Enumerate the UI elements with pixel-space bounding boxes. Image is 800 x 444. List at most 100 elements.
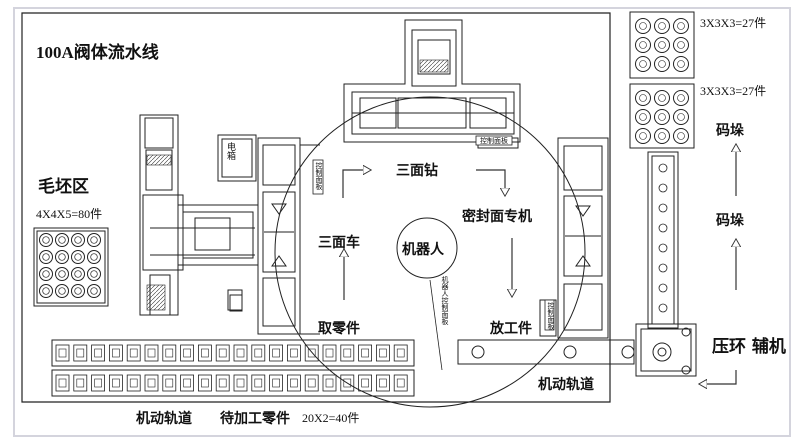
robot-panel-label: 机器人控制面板 <box>441 276 449 325</box>
blank-area-grid <box>33 227 109 307</box>
blank-area-capacity: 4X4X5=80件 <box>36 207 103 221</box>
pending-part-slot <box>180 374 195 392</box>
stacked-part <box>635 37 651 53</box>
bottom-storage-cells <box>55 344 408 392</box>
pending-part-slot <box>304 344 319 362</box>
stacked-part-bore <box>639 132 647 140</box>
power-box-label: 电箱 <box>225 142 235 160</box>
pending-part-slot <box>197 344 212 362</box>
pending-part-slot <box>55 344 70 362</box>
press-machine <box>635 323 697 377</box>
pallet-second-count: 3X3X3=27件 <box>700 84 767 98</box>
pending-part-slot <box>144 374 159 392</box>
pending-part-slot <box>126 344 141 362</box>
pending-part <box>307 348 316 358</box>
stacked-part-bore <box>658 94 666 102</box>
stacked-part <box>654 37 670 53</box>
right-rail <box>457 339 635 365</box>
blank-part-bore <box>74 253 82 261</box>
blank-part-bore <box>74 287 82 295</box>
stacked-part-bore <box>639 22 647 30</box>
pending-part <box>361 348 369 358</box>
conveyor-roller <box>658 243 668 253</box>
pending-part-slot <box>73 374 88 392</box>
pending-part <box>325 348 334 358</box>
blank-part-bore <box>42 270 50 278</box>
lathe-hatching <box>146 154 172 311</box>
page-title: 100A阀体流水线 <box>36 43 159 62</box>
pending-part <box>218 348 227 358</box>
blank-part-bore <box>74 270 82 278</box>
pending-part <box>396 378 405 388</box>
conveyor-roller <box>658 263 668 273</box>
conveyor-roller <box>658 223 668 233</box>
pending-part-slot <box>322 344 337 362</box>
pending-part-slot <box>180 344 195 362</box>
bottom-storage <box>51 339 415 397</box>
robot-reach <box>274 96 586 408</box>
stack-conveyor-rollers <box>658 163 668 313</box>
pending-part <box>272 378 280 388</box>
pending-part <box>396 348 405 358</box>
stacked-part <box>673 37 689 53</box>
drill-hatching <box>419 59 449 73</box>
pending-part <box>236 348 245 358</box>
pending-part <box>76 378 85 388</box>
blank-part-bore <box>90 287 98 295</box>
pending-part <box>343 378 352 388</box>
control-panel-right <box>544 299 555 331</box>
station-turning: 三面车 <box>318 235 360 251</box>
pending-part <box>147 378 156 388</box>
pallet-parts <box>635 18 689 144</box>
blank-part-bore <box>42 236 50 244</box>
blank-part-bore <box>42 253 50 261</box>
blank-part <box>55 233 69 247</box>
pending-part-slot <box>251 374 266 392</box>
pending-part <box>129 378 138 388</box>
pending-part <box>165 378 174 388</box>
stacked-part-bore <box>677 41 685 49</box>
pending-part-slot <box>375 344 390 362</box>
stacked-part-bore <box>677 132 685 140</box>
pending-part-slot <box>144 344 159 362</box>
pending-part-slot <box>109 344 123 362</box>
pending-part <box>379 348 387 358</box>
blank-part <box>87 233 101 247</box>
stacked-part <box>673 109 689 125</box>
pending-part <box>290 348 298 358</box>
blank-part <box>55 267 69 281</box>
robot-label: 机器人 <box>402 242 444 258</box>
pending-part-slot <box>269 374 284 392</box>
pending-part-slot <box>215 374 230 392</box>
control-panel-left-label: 控制面板 <box>315 162 323 190</box>
seal-station <box>539 137 609 339</box>
blank-part-bore <box>58 270 66 278</box>
pending-part-slot <box>162 344 177 362</box>
pending-part-slot <box>375 374 390 392</box>
pending-part-slot <box>286 344 301 362</box>
blank-part <box>39 267 53 281</box>
pending-part-slot <box>91 374 105 392</box>
blank-part <box>39 233 53 247</box>
stacked-part <box>635 18 651 34</box>
pending-part <box>94 348 102 358</box>
stacked-part-bore <box>639 60 647 68</box>
stacked-part <box>673 90 689 106</box>
blank-part <box>71 250 85 264</box>
blank-part <box>39 284 53 298</box>
blank-part <box>87 267 101 281</box>
pending-part <box>218 378 227 388</box>
pending-part-slot <box>91 344 105 362</box>
pending-part-slot <box>340 374 355 392</box>
conveyor-roller <box>658 283 668 293</box>
right-rail-label: 机动轨道 <box>538 377 594 393</box>
pending-parts-label: 待加工零件 <box>220 411 290 427</box>
stacked-part-bore <box>658 60 666 68</box>
pending-part <box>112 378 120 388</box>
conveyor-roller <box>658 163 668 173</box>
pending-part-slot <box>215 344 230 362</box>
pending-part-slot <box>358 344 373 362</box>
stacked-part <box>654 18 670 34</box>
blank-part-bore <box>58 287 66 295</box>
